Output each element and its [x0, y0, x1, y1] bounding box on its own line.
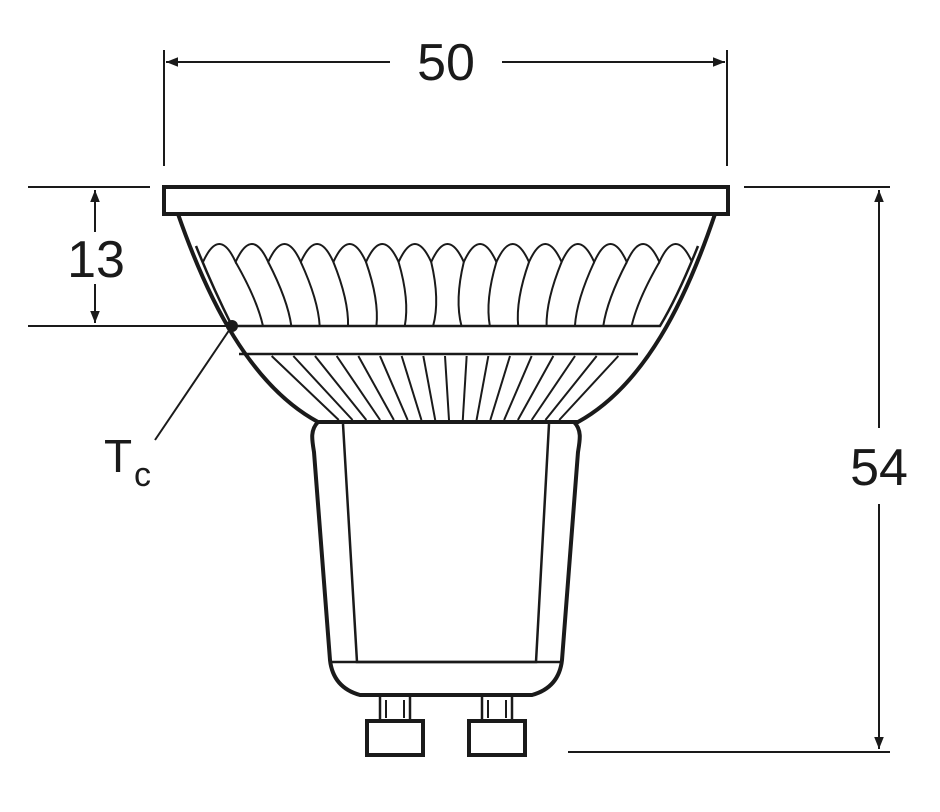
lens-rib — [573, 261, 596, 327]
lens-rib — [487, 261, 498, 327]
pin-right — [467, 693, 527, 757]
lens-rib — [267, 261, 293, 327]
top-height-dimension: 13 — [28, 186, 232, 327]
total-height-dimension: 54 — [568, 186, 908, 753]
base-housing — [310, 420, 582, 697]
lens-rib-lower — [517, 355, 555, 421]
lens-rib-lower — [503, 355, 533, 421]
top-height-value: 13 — [67, 231, 125, 289]
lens-rib-lower — [422, 355, 437, 421]
lens-scallop-edge — [202, 243, 693, 265]
width-dimension: 50 — [163, 34, 728, 166]
tc-marker: T c — [104, 320, 238, 494]
lens-rib-lower — [400, 355, 423, 421]
lens-rib-lower — [379, 355, 409, 421]
lens-ribs-upper — [234, 261, 661, 327]
reflector-outline — [176, 213, 717, 424]
lens-rib — [365, 261, 378, 327]
lens-rib-lower — [335, 355, 381, 421]
total-height-value: 54 — [850, 439, 908, 497]
base-inner-outline — [341, 423, 551, 664]
upper-ring — [194, 245, 700, 328]
lens-rib-lower — [444, 355, 450, 421]
lens-rib — [299, 261, 321, 327]
lens-rib-lower — [544, 355, 598, 421]
lens-rib-lower — [270, 355, 340, 421]
tc-leader-line — [154, 325, 233, 441]
lens-rib-lower — [489, 355, 511, 421]
lamp-body — [162, 185, 730, 757]
lens-rib — [234, 261, 264, 327]
lens-rib — [545, 261, 563, 327]
lens-rib — [332, 261, 350, 327]
lens-rib — [457, 261, 465, 327]
lens-rib-lower — [475, 355, 490, 421]
lens-rib-lower — [530, 355, 576, 421]
lens-rib-lower — [558, 355, 620, 421]
lens-rib-lower — [292, 355, 354, 421]
lens-rib — [397, 261, 408, 327]
lens-ribs-lower — [270, 355, 620, 421]
pin-left — [365, 693, 425, 757]
lens-rib — [516, 261, 530, 327]
lens-rib — [430, 261, 438, 327]
lens-rib-lower — [314, 355, 368, 421]
lamp-rim — [162, 185, 730, 216]
lens-rib — [602, 261, 628, 327]
lens-rib-lower — [357, 355, 395, 421]
lens-rib-lower — [461, 355, 468, 421]
tc-label-main: T — [104, 430, 132, 482]
tc-label-sub: c — [134, 456, 151, 494]
lens-rib — [630, 261, 661, 327]
width-value: 50 — [417, 34, 475, 92]
